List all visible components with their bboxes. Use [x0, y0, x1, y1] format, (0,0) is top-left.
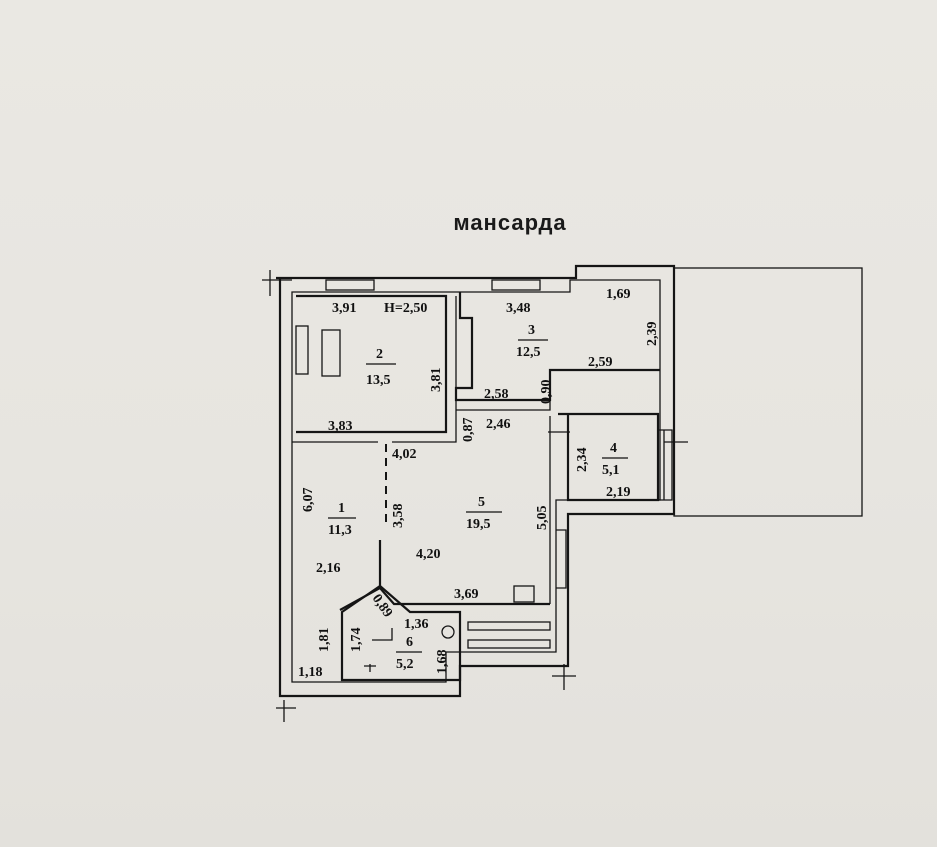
room-4-window — [658, 429, 673, 501]
dim-r5-bottom: 3,69 — [454, 587, 479, 602]
inner-outer-wall — [291, 279, 661, 683]
dim-r1-height: 6,07 — [301, 488, 316, 513]
room-6-walls — [340, 584, 462, 682]
room-4-number: 4 — [610, 441, 617, 456]
room-2-radiator — [295, 325, 341, 377]
plan-title: мансарда — [453, 210, 567, 235]
dim-r6-top: 1,36 — [404, 617, 429, 632]
dim-r2-right: 3,81 — [429, 368, 444, 393]
room-3-walls — [454, 292, 660, 402]
dim-r5-top: 2,46 — [486, 417, 511, 432]
dim-r1-width: 2,16 — [316, 561, 341, 576]
room-1-number: 1 — [338, 501, 345, 516]
dim-r3-right: 2,39 — [645, 322, 660, 347]
wall-ticks — [262, 270, 688, 722]
room-6-fixture — [441, 625, 455, 639]
floor-hatch — [513, 585, 535, 603]
dim-r5-step: 0,87 — [461, 418, 476, 443]
room-4-area: 5,1 — [602, 463, 620, 478]
dim-r4-left: 2,34 — [575, 448, 590, 473]
room-3-number: 3 — [528, 323, 535, 338]
dim-r3-bottom: 2,58 — [484, 387, 509, 402]
dim-r4-bottom: 2,19 — [606, 485, 631, 500]
room-3-step — [456, 400, 551, 411]
room-5-bottom — [379, 587, 550, 606]
dim-r3-inner: 2,59 — [588, 355, 613, 370]
dim-r5-width: 4,02 — [392, 447, 417, 462]
dim-r5-height: 5,05 — [535, 506, 550, 531]
room-6-door — [364, 628, 393, 672]
room-6-number: 6 — [406, 635, 413, 650]
dim-r1-low: 1,81 — [317, 628, 332, 653]
dim-r5-middle: 4,20 — [416, 547, 441, 562]
dim-r1-bottom: 1,18 — [298, 665, 323, 680]
dim-r1-inner: 3,58 — [391, 504, 406, 529]
room-1-area: 11,3 — [328, 523, 352, 538]
dim-r3-top: 3,48 — [506, 301, 531, 316]
dim-r3-top-right: 1,69 — [606, 287, 631, 302]
room-2-walls — [296, 294, 448, 434]
room-5-number: 5 — [478, 495, 485, 510]
dim-r3-step: 0,90 — [539, 380, 554, 405]
dim-r6-left: 1,74 — [349, 628, 364, 653]
room-2-number: 2 — [376, 347, 383, 362]
room-5-right — [549, 416, 567, 604]
top-windows — [325, 279, 541, 291]
room-6-area: 5,2 — [396, 657, 414, 672]
room-2-area: 13,5 — [366, 373, 391, 388]
outer-wall — [276, 264, 676, 698]
dim-r2-top: 3,91 — [332, 301, 357, 316]
ceiling-height: Н=2,50 — [384, 301, 427, 316]
room-2-inner — [292, 296, 457, 443]
annex-outline — [673, 267, 863, 517]
room-5-area: 19,5 — [466, 517, 491, 532]
dim-r6-right: 1,68 — [435, 650, 450, 675]
dim-r2-bottom: 3,83 — [328, 419, 353, 434]
vent-grilles — [467, 621, 551, 649]
room-3-area: 12,5 — [516, 345, 541, 360]
